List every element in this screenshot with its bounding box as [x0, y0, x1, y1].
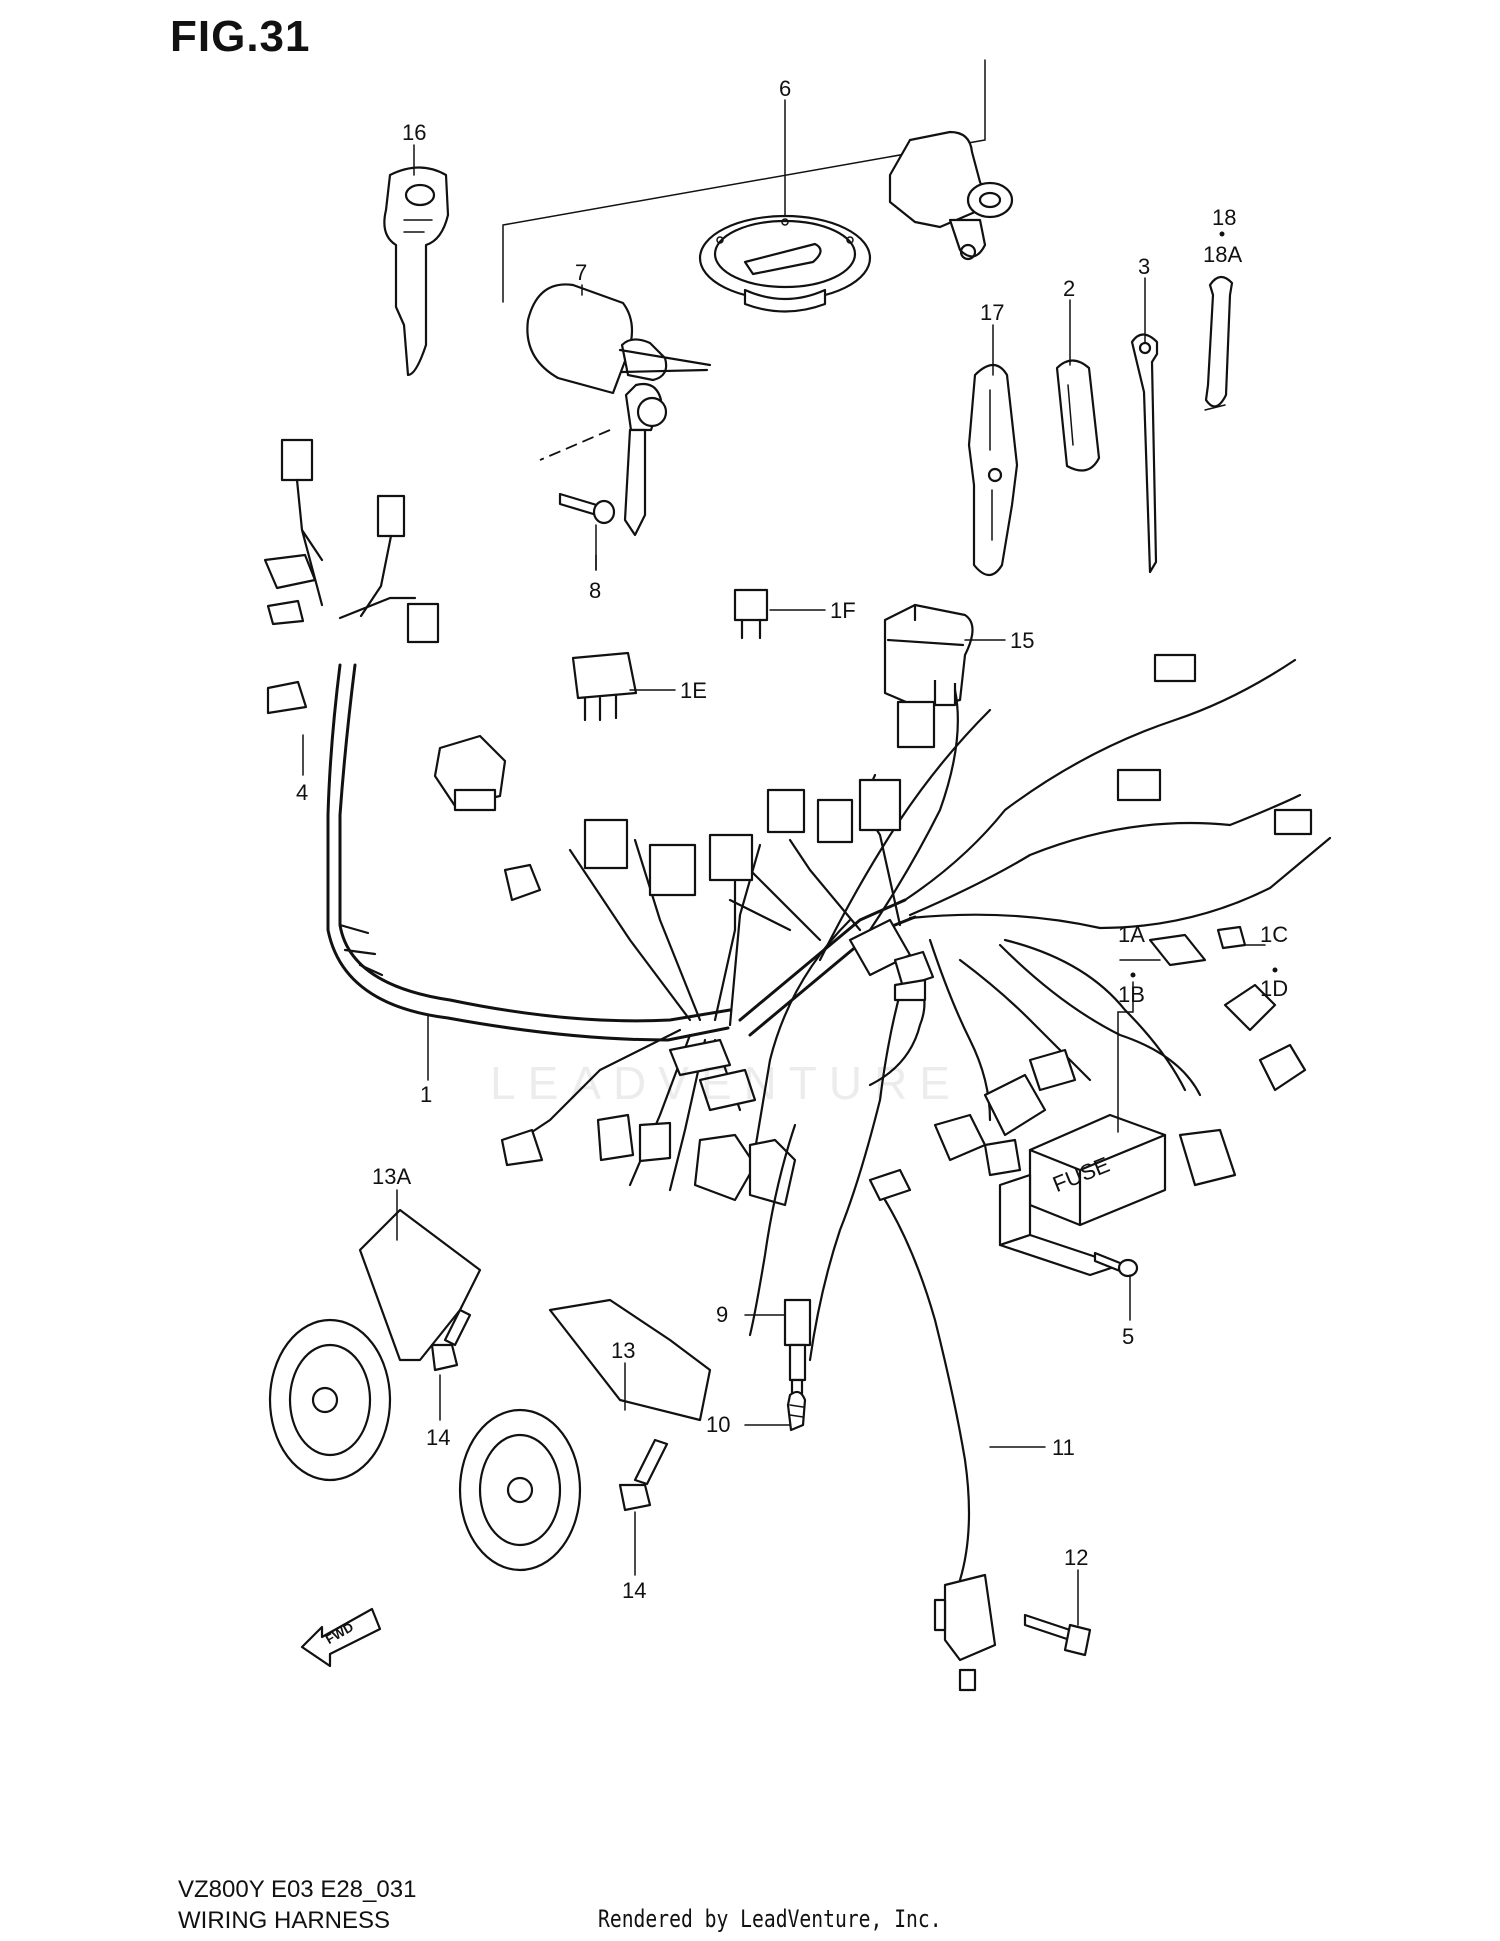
callout-4: 4 — [296, 780, 308, 805]
seat-lock-part-6 — [888, 130, 1014, 261]
callout-1c: 1C — [1260, 922, 1288, 947]
callout-13: 13 — [611, 1338, 635, 1363]
fuse-box: FUSE — [998, 1113, 1167, 1277]
callout-2: 2 — [1063, 276, 1075, 301]
callout-14b: 14 — [622, 1578, 646, 1603]
screw-part-5 — [1093, 1251, 1139, 1278]
key-part-16 — [383, 166, 450, 377]
leader-lines — [302, 99, 1266, 1626]
callout-1e: 1E — [680, 678, 707, 703]
clamp-part-2 — [1055, 359, 1101, 472]
callout-1a: 1A — [1118, 922, 1145, 947]
ignition-switch-part-7 — [526, 283, 712, 537]
fuse-part-1e — [571, 651, 638, 722]
callout-12: 12 — [1064, 1545, 1088, 1570]
bolt-part-12 — [1023, 1613, 1092, 1657]
switch-part-9 — [748, 1123, 812, 1397]
callout-9: 9 — [716, 1302, 728, 1327]
cable-tie-part-3 — [1130, 333, 1159, 574]
callout-14a: 14 — [426, 1425, 450, 1450]
callout-16: 16 — [402, 120, 426, 145]
fuel-cap-part-6 — [698, 214, 872, 313]
horn-part-13a — [268, 1208, 482, 1482]
lock-set-bracket — [502, 59, 986, 303]
callout-15: 15 — [1010, 628, 1034, 653]
forward-arrow: FWD — [300, 1607, 382, 1668]
callout-3: 3 — [1138, 254, 1150, 279]
clip-part-18 — [1204, 231, 1234, 411]
section-name: WIRING HARNESS — [178, 1907, 391, 1934]
model-code: VZ800Y E03 E28_031 — [178, 1876, 417, 1903]
bolt-part-14a — [430, 1308, 472, 1372]
main-harness-part-1 — [326, 653, 1332, 1362]
callout-18a: 18A — [1203, 242, 1242, 267]
clamp-part-17 — [967, 363, 1019, 577]
callout-7: 7 — [575, 260, 587, 285]
sub-harness-part-4 — [263, 438, 440, 715]
callout-8: 8 — [589, 578, 601, 603]
fuse-part-1f — [733, 588, 769, 640]
callout-1d: 1D — [1260, 976, 1288, 1001]
relay-part-15 — [883, 603, 974, 710]
bolt-part-14b — [618, 1438, 669, 1512]
callout-6: 6 — [779, 76, 791, 101]
callout-5: 5 — [1122, 1324, 1134, 1349]
fuse-part-1a-1d — [1130, 925, 1278, 978]
callout-17: 17 — [980, 300, 1004, 325]
screw-part-8 — [558, 492, 616, 571]
callout-18: 18 — [1212, 205, 1236, 230]
callout-10: 10 — [706, 1412, 730, 1437]
callout-1b: 1B — [1118, 982, 1145, 1007]
callout-11: 11 — [1052, 1435, 1075, 1460]
callout-labels: 16 6 7 8 18 18A 3 2 17 1F 15 1E 4 1A 1B … — [296, 76, 1288, 1603]
rendered-by-credit: Rendered by LeadVenture, Inc. — [598, 1905, 942, 1933]
sensor-part-11 — [868, 1168, 997, 1692]
figure-title: FIG.31 — [170, 12, 311, 61]
o-ring-part-10 — [786, 1390, 807, 1432]
callout-1: 1 — [420, 1082, 432, 1107]
callout-1f: 1F — [830, 598, 856, 623]
callout-13a: 13A — [372, 1164, 411, 1189]
horn-part-13 — [458, 1298, 712, 1572]
watermark: LEADVENTURE — [490, 1057, 962, 1109]
